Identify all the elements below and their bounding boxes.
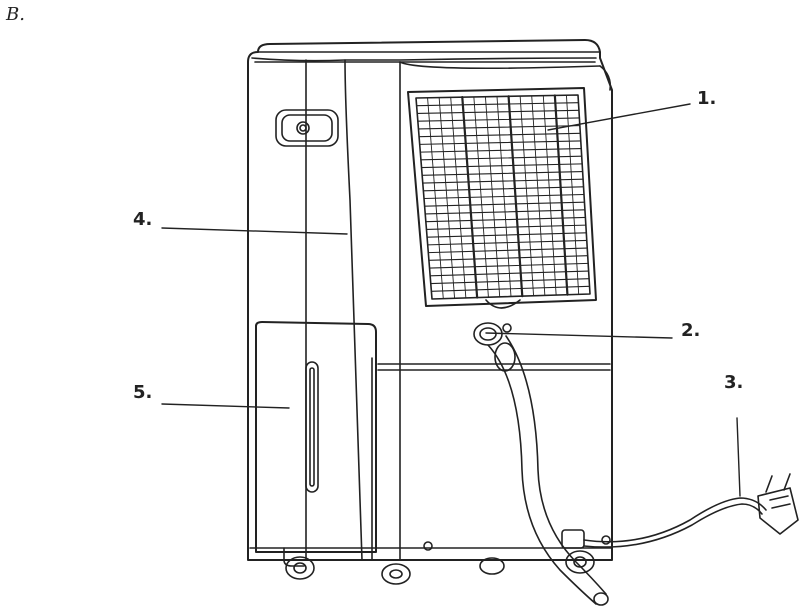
grille-rib [461, 96, 479, 299]
screws [423, 535, 611, 551]
callout-1-label: 1. [697, 88, 717, 109]
grille-rib [484, 96, 501, 298]
caster-wheels [283, 547, 595, 585]
leader-line-4 [161, 227, 348, 235]
callout-2-label: 2. [681, 320, 701, 341]
grille-rib [450, 96, 467, 299]
leader-lines [161, 103, 741, 497]
grille-rib [542, 95, 557, 296]
leader-line-3 [736, 417, 741, 497]
callout-5-label: 5. [133, 382, 153, 403]
callout-4-label: 4. [133, 209, 153, 230]
grille-rib [531, 95, 546, 296]
air-filter-grille [407, 87, 597, 309]
grille-rib [507, 95, 524, 298]
water-tank [255, 321, 377, 553]
callout-3-label: 3. [724, 372, 744, 393]
unit-body [247, 39, 613, 561]
figure-letter: B. [6, 4, 25, 25]
power-cord-plug [561, 473, 799, 549]
side-handle [275, 109, 339, 147]
leader-line-2 [485, 332, 673, 339]
leader-line-1 [547, 103, 691, 131]
grille-rib [438, 97, 456, 299]
drain-hose [473, 322, 609, 606]
grille-rib [519, 95, 535, 297]
grille-rib [427, 97, 444, 300]
grille-rib [496, 96, 512, 297]
grille-rib [473, 96, 489, 298]
grille-rib [565, 94, 580, 295]
leader-line-5 [161, 403, 290, 409]
